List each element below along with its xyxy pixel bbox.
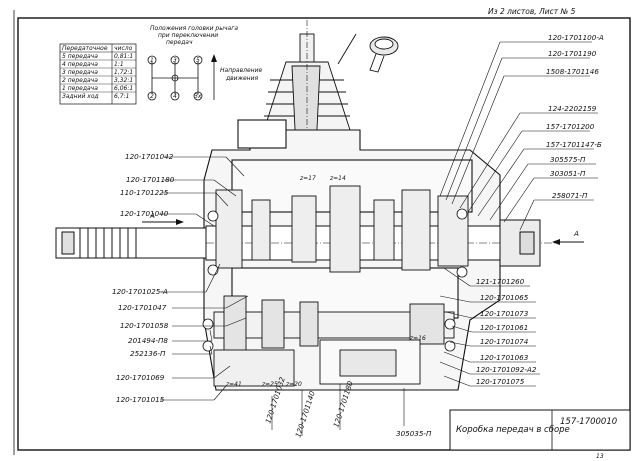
counter-shaft [213,295,455,353]
table-header-gear: Передаточное [62,45,108,52]
table-row-gear: 5 передача [62,53,98,60]
section-mark-right: А [552,229,584,245]
gate-label-3: 3 [173,57,177,64]
callouts-bottom [271,384,405,436]
callout-left: 120-1701040 [120,209,169,218]
callout-right: 120-1701100-А [548,33,604,42]
shift-title-1: Положения головки рычага [150,25,238,32]
gate-label-R: Зх [194,93,202,100]
gear-teeth-label: z=17 [299,175,316,182]
table-row-ratio: 1,72:1 [114,69,133,76]
section-letter-left: А [149,211,155,220]
callout-right-lower: 120-1701061 [480,323,528,332]
table-row-gear: 1 передача [62,85,98,92]
callout-right: 157-1701200 [546,122,595,131]
callout-left: 120-1701015 [116,395,165,404]
callout-right-lower: 120-1701092-А2 [476,365,537,374]
callout-bottom: 120-1701140 [293,389,317,438]
gear-teeth-label: z=14 [329,175,346,182]
input-shaft [55,227,207,259]
table-row-ratio: 1:1 [114,61,124,68]
gear-teeth-label: z=41 [225,381,242,388]
gate-label-2: 2 [150,93,154,100]
callout-right: 1508-1701146 [546,67,599,76]
callout-right-lower: 120-1701074 [480,337,529,346]
shift-gate-diagram [147,55,203,101]
direction-label-2: движения [225,75,259,82]
callout-right-lower: 120-1701073 [480,309,529,318]
callout-left: 120-1701047 [118,303,167,312]
table-row-ratio: 0,81:1 [114,53,133,60]
section-mark-left: А [142,211,184,225]
reverse-idler [213,339,421,387]
gate-pos-2 [147,91,157,101]
callout-left: 120-1701025-А [112,287,168,296]
shift-title-2: при переключении [158,32,218,39]
table-row-ratio: 6,7:1 [114,93,129,100]
table-row-gear: 2 передача [62,77,98,84]
title-block-name: Коробка передач в сборе [456,425,570,435]
gate-pos-R [193,91,203,101]
callouts-right-lower [439,267,540,387]
direction-label-1: Направление [220,67,262,74]
title-block: Коробка передач в сборе 157-1700010 [449,409,631,451]
callout-left: 120-1701042 [125,152,174,161]
table-row-ratio: 3,32:1 [114,77,133,84]
ratio-table: Передаточное число 5 передача 0,81:1 4 п… [59,43,137,105]
callout-right: 124-2202159 [548,104,597,113]
callout-left: 120-1701180 [126,175,175,184]
callout-right-lower: 120-1701065 [480,293,529,302]
callout-right: 120-1701190 [548,49,597,58]
gate-pos-1 [147,55,157,65]
shift-pattern: Положения головки рычага при переключени… [147,25,262,101]
callout-right: 157-1701147-Б [546,140,602,149]
table-row-gear: 4 передача [62,61,98,68]
page-number: 13 [596,453,604,460]
callouts-right [439,41,598,231]
table-header-ratio: число [114,45,133,52]
section-letter-right: А [573,229,579,238]
title-block-number: 157-1700010 [560,417,617,427]
gate-pos-5 [193,55,203,65]
main-shaft-gears [215,185,469,273]
callout-right-lower: 121-1701260 [476,277,525,286]
direction-arrow-head [211,54,217,62]
callout-left: 252136-П [130,349,166,358]
callout-left: 120-1701069 [116,373,165,382]
callouts-left [160,156,249,401]
gate-label-1: 1 [150,57,154,64]
callout-right-lower: 120-1701075 [476,377,525,386]
outer-border [17,17,631,451]
table-row-gear: Задний ход [62,93,99,100]
gate-pos-4 [170,91,180,101]
bearings [202,208,468,352]
callout-left: 110-1701225 [120,188,169,197]
gear-teeth-label: z=20 [285,381,302,388]
gate-label-5: 5 [196,57,200,64]
callout-right: 305575-П [550,155,586,164]
gate-pos-3 [170,55,180,65]
callout-right: 303051-П [550,169,586,178]
table-row-gear: 3 передача [62,69,98,76]
callout-right: 258071-П [552,191,588,200]
gate-label-4: 4 [173,93,177,100]
gear-teeth-label: z=25 [261,381,278,388]
table-row-ratio: 6,06:1 [114,85,133,92]
callout-right-lower: 120-1701063 [480,353,529,362]
shift-title-3: передач [166,39,193,46]
gear-teeth-label: z=16 [409,335,426,342]
callout-left: 201494-П8 [128,336,168,345]
shift-knob [369,36,399,73]
callout-bottom: 305035-П [396,429,432,438]
callout-left: 120-1701058 [120,321,169,330]
sheet-header: Из 2 листов, Лист № 5 [488,7,576,16]
